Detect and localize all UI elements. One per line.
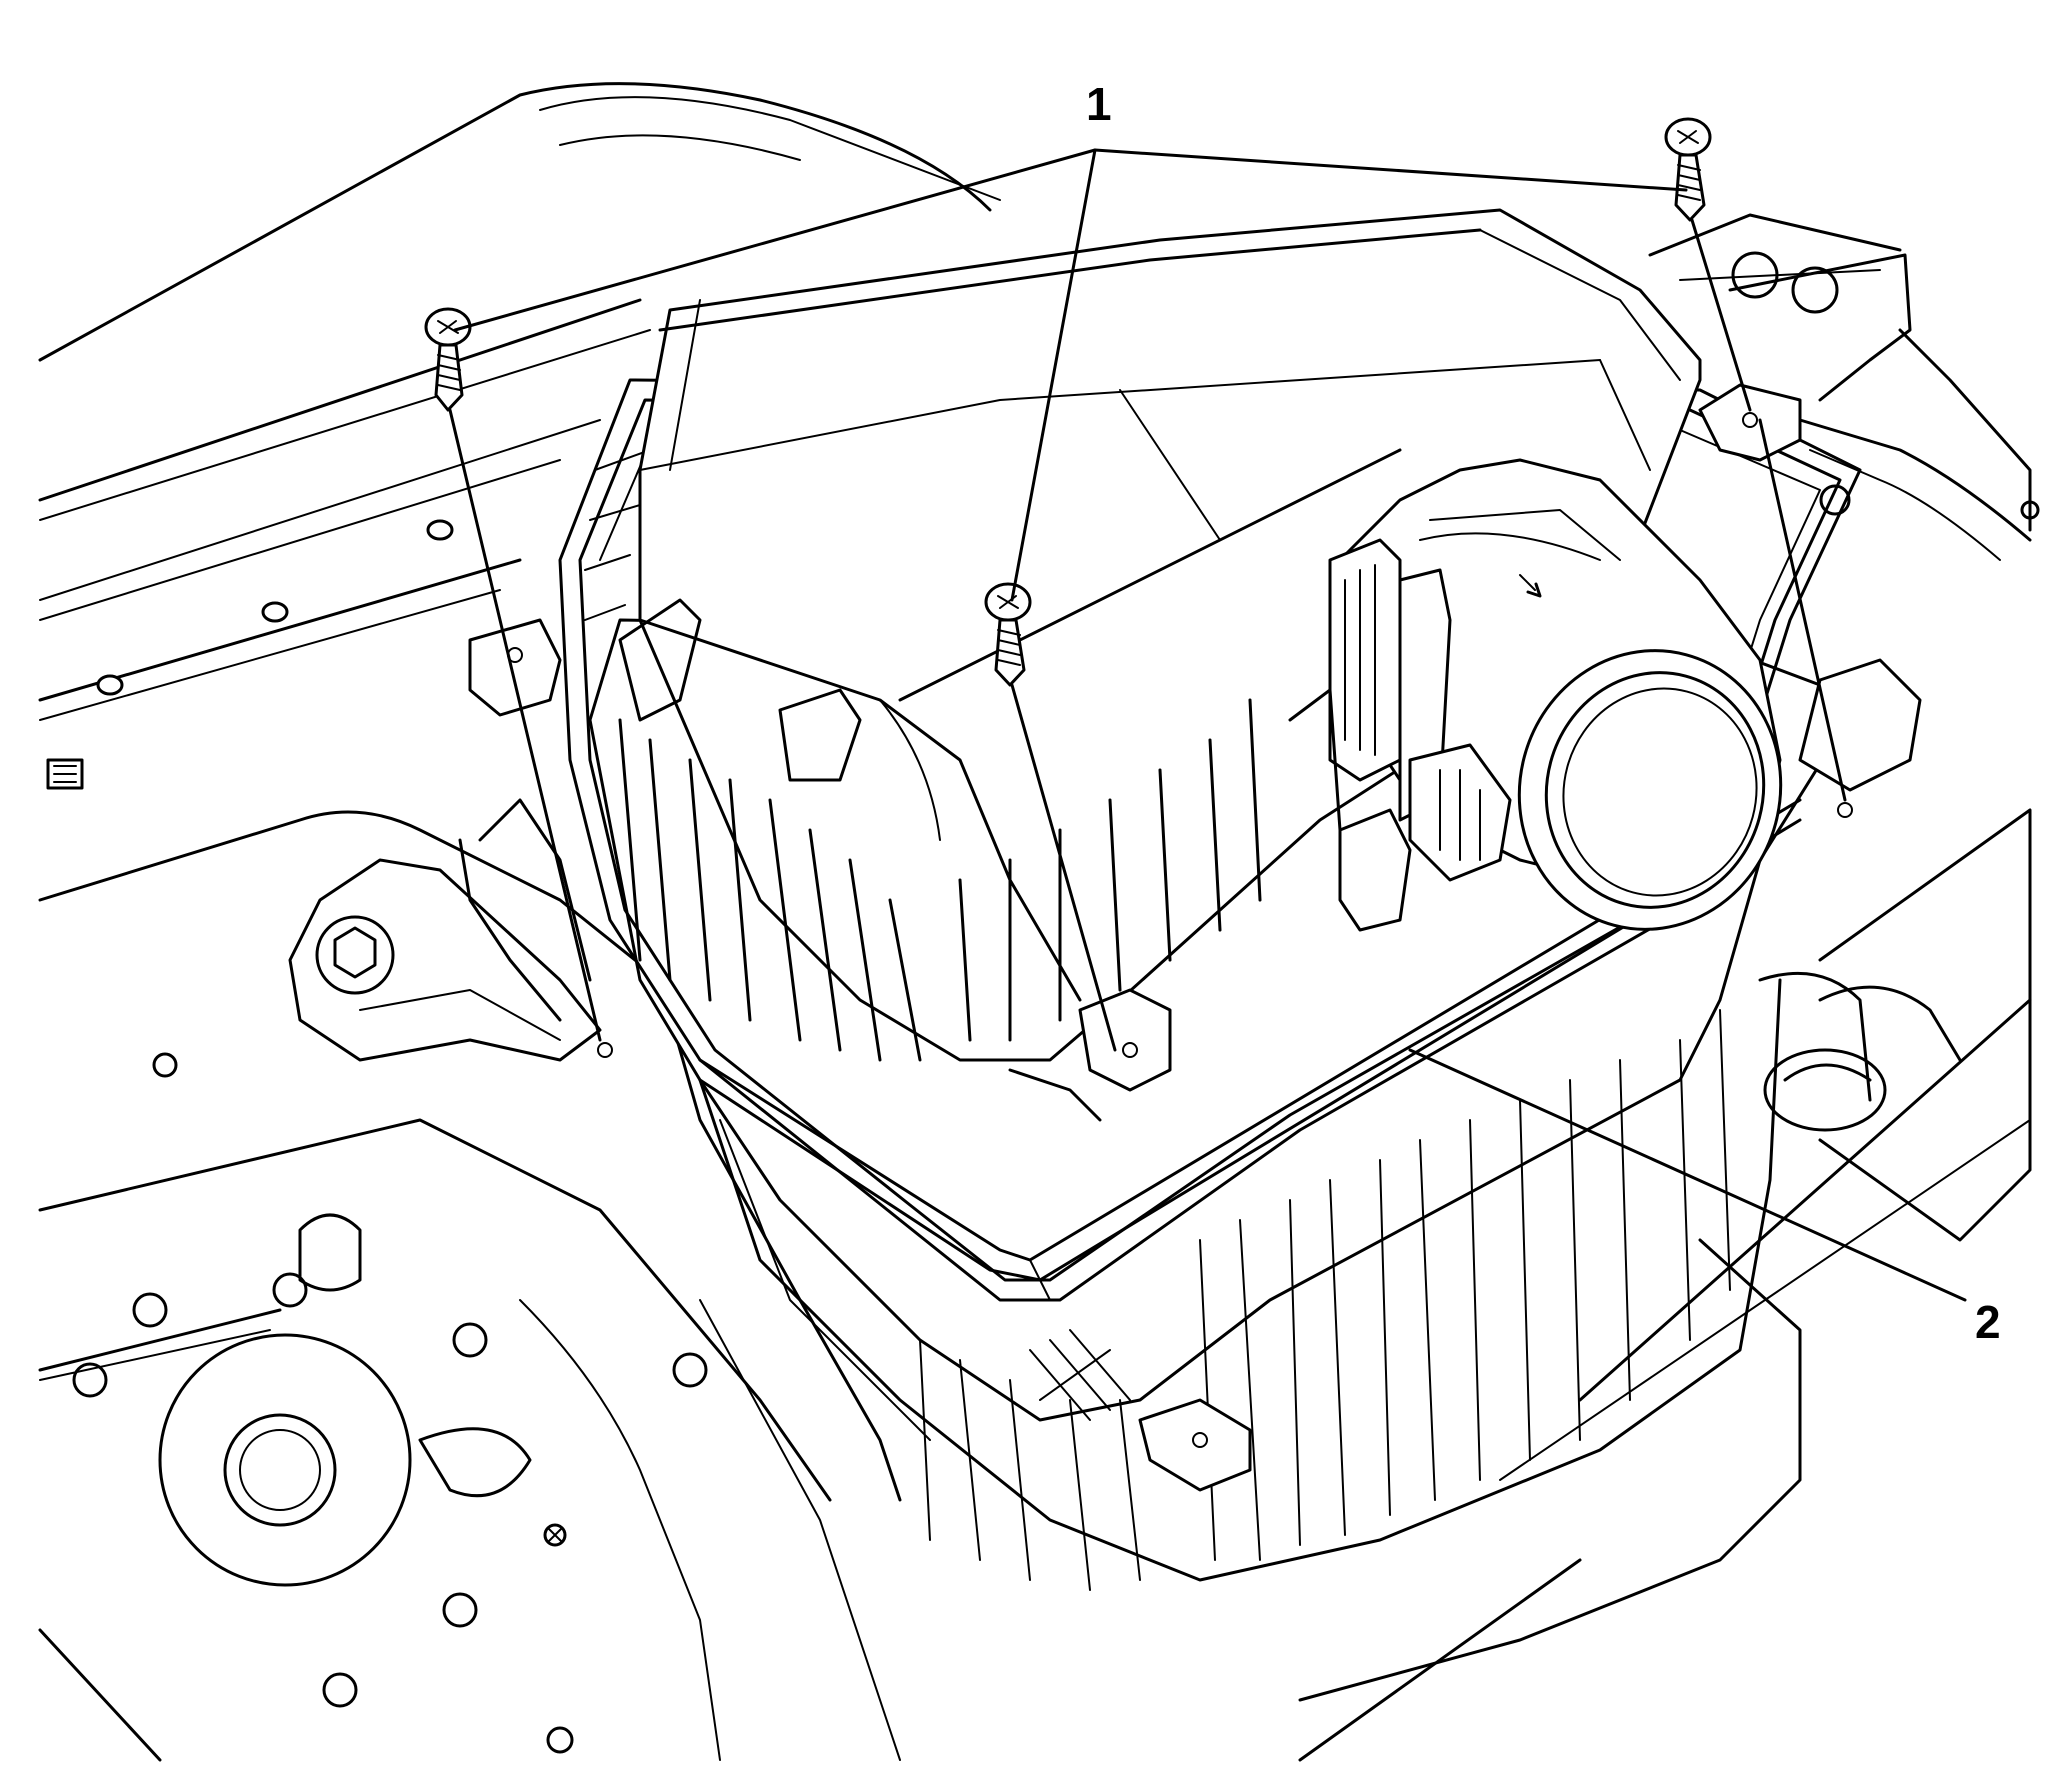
maf-sensor-duct	[1288, 458, 1783, 932]
callout-1: 1	[453, 78, 1688, 602]
callout-2: 2	[1408, 1048, 2001, 1348]
engine-background	[38, 82, 2040, 1762]
manifold-bolts	[96, 519, 454, 696]
right-component	[1758, 808, 2032, 1242]
screw-right	[1664, 117, 1847, 802]
maf-sensor-plate	[1328, 538, 1402, 782]
callout-1-label: 1	[1086, 78, 1112, 130]
screw-left	[424, 307, 602, 1042]
cover-ribs	[618, 698, 1262, 1062]
engine-port	[158, 1333, 532, 1587]
housing-flange	[468, 378, 1922, 1302]
base-rim	[698, 798, 1802, 1301]
left-tab	[468, 618, 562, 717]
air-cleaner-cover	[618, 208, 1702, 1122]
right-rear-tab	[1698, 383, 1802, 462]
lower-fins	[919, 1009, 1731, 1591]
right-front-tab	[1798, 658, 1922, 792]
block-holes	[72, 1052, 708, 1754]
flow-direction-arrow-icon	[1519, 574, 1542, 598]
cover-front-foot	[1078, 988, 1172, 1092]
mounting-bracket	[288, 858, 602, 1062]
screw-center	[984, 582, 1117, 1052]
maf-connector	[1338, 743, 1512, 932]
callout-2-label: 2	[1975, 1296, 2001, 1348]
